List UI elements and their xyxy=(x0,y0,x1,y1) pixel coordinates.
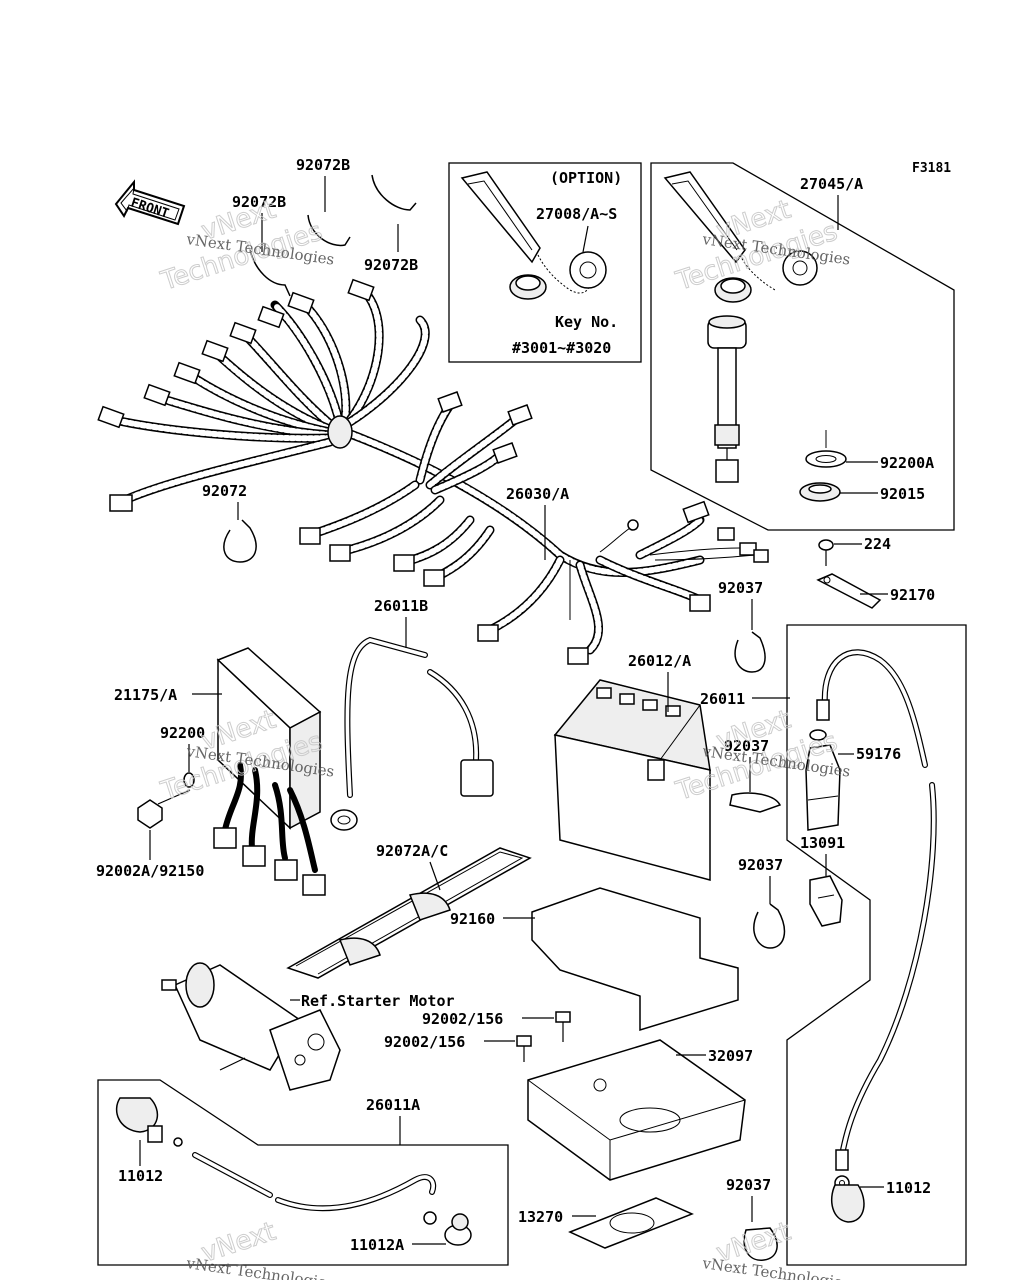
washer-icon xyxy=(805,430,847,468)
label-92200A: 92200A xyxy=(880,454,934,472)
clamp-icon-92037d xyxy=(743,1227,778,1261)
battery-strap xyxy=(286,847,532,979)
starter-motor-icon xyxy=(161,962,341,1091)
label-224: 224 xyxy=(864,535,891,553)
harness-connectors xyxy=(97,278,769,665)
battery-pad xyxy=(531,887,739,1032)
svg-text:vNext Technologies: vNext Technologies xyxy=(184,1254,335,1280)
front-arrow-icon: FRONT xyxy=(114,179,186,226)
label-92037-c: 92037 xyxy=(738,856,783,874)
label-92002-156-a: 92002/156 xyxy=(422,1010,503,1028)
label-92015: 92015 xyxy=(880,485,925,503)
label-92072B-a: 92072B xyxy=(296,156,350,174)
label-92037-b: 92037 xyxy=(724,737,769,755)
clamp-icon xyxy=(223,519,257,563)
label-21175A: 21175/A xyxy=(114,686,177,704)
bracket-icon xyxy=(816,573,882,609)
label-92072: 92072 xyxy=(202,482,247,500)
label-92072AC: 92072A/C xyxy=(376,842,448,860)
battery-case xyxy=(527,1039,746,1181)
label-13270: 13270 xyxy=(518,1208,563,1226)
label-26011: 26011 xyxy=(700,690,745,708)
label-11012A: 11012A xyxy=(350,1236,404,1254)
label-59176: 59176 xyxy=(856,745,901,763)
label-92037-d: 92037 xyxy=(726,1176,771,1194)
clamp-icon-92037c xyxy=(753,903,786,949)
battery-cable-26011A xyxy=(115,1097,472,1246)
label-13091: 13091 xyxy=(800,834,845,852)
clamp-icon-92037b xyxy=(729,792,782,813)
label-26012A: 26012/A xyxy=(628,652,691,670)
screw-icon xyxy=(818,539,834,566)
label-92002-156-b: 92002/156 xyxy=(384,1033,465,1051)
cable-26011A-box xyxy=(97,1079,509,1266)
label-92037-a: 92037 xyxy=(718,579,763,597)
cdi-unit xyxy=(213,647,326,896)
ignition-switch-box xyxy=(650,162,955,531)
option-box xyxy=(448,162,642,363)
figure-code: F3181 xyxy=(912,161,951,176)
clamp-band-icon xyxy=(249,174,417,297)
svg-text:vNext Technologies: vNext Technologies xyxy=(700,1254,851,1280)
washer-bolt-icon xyxy=(137,772,195,829)
label-26011A: 26011A xyxy=(366,1096,420,1114)
ignition-switch-icon xyxy=(663,171,818,483)
label-92072B-b: 92072B xyxy=(232,193,286,211)
plate-13270 xyxy=(568,1197,694,1249)
battery-cable-26011B xyxy=(330,636,494,831)
label-92002A-92150: 92002A/92150 xyxy=(96,862,204,880)
terminal-cap-icon xyxy=(831,1184,865,1223)
key-range: #3001~#3020 xyxy=(512,339,611,357)
terminal-cover-icon xyxy=(805,744,841,831)
nut-icon xyxy=(799,482,841,502)
label-92160: 92160 xyxy=(450,910,495,928)
label-92170: 92170 xyxy=(890,586,935,604)
label-ref-starter-motor: Ref.Starter Motor xyxy=(301,992,455,1010)
label-92072B-c: 92072B xyxy=(364,256,418,274)
label-27045A: 27045/A xyxy=(800,175,863,193)
option-title: (OPTION) xyxy=(550,169,622,187)
cover-13091-icon xyxy=(809,875,843,927)
ignition-key-icon xyxy=(460,171,607,300)
bolt-icons xyxy=(516,1011,571,1062)
label-26030A: 26030/A xyxy=(506,485,569,503)
battery xyxy=(553,679,711,881)
label-26011B: 26011B xyxy=(374,597,428,615)
battery-cable-26011 xyxy=(809,649,937,1191)
cable-26011-box xyxy=(786,624,967,1266)
key-no-label: Key No. xyxy=(555,313,618,331)
label-11012-a: 11012 xyxy=(118,1167,163,1185)
label-11012-b: 11012 xyxy=(886,1179,931,1197)
option-part-number: 27008/A~S xyxy=(536,205,617,223)
label-92200: 92200 xyxy=(160,724,205,742)
label-32097: 32097 xyxy=(708,1047,753,1065)
clamp-icon-92037a xyxy=(734,631,766,673)
